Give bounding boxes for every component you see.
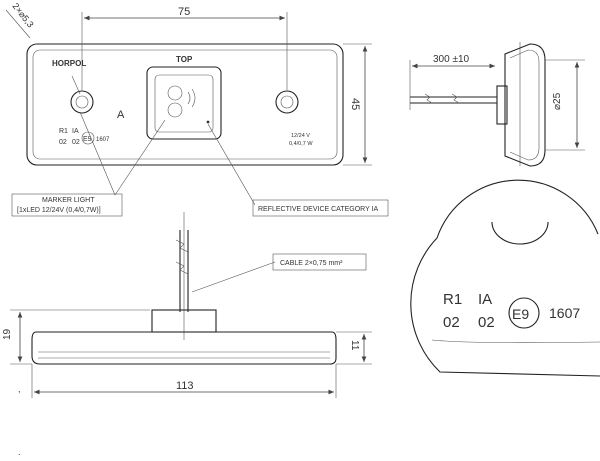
svg-text:R1: R1 (59, 128, 68, 135)
dim-45: 45 (349, 98, 361, 110)
e-mark-circle (508, 297, 540, 329)
svg-text:IA: IA (478, 291, 492, 308)
voltage-label: 12/24 V (291, 133, 310, 139)
e-mark-text: E9 (512, 306, 529, 322)
lamp-body-inner (32, 49, 338, 160)
horpol-label: HORPOL (52, 59, 86, 68)
small-approval-marking: R1 IA 02 02 E9 1607 (59, 128, 110, 146)
cable-box (272, 253, 367, 271)
dim-75: 75 (178, 6, 190, 18)
svg-text:02: 02 (72, 139, 80, 146)
detail-approval-marking: R1 IA 02 02 E9 1607 (443, 291, 580, 331)
lens-inner (154, 74, 214, 133)
svg-text:IA: IA (72, 128, 79, 135)
callouts: MARKER LIGHT [1xLED 12/24V (0,4/0,7W)] R… (11, 111, 389, 293)
mount-hole-right (275, 90, 299, 114)
lens-frame (146, 66, 222, 140)
lamp-body-outline (26, 43, 344, 166)
detail-a-view: R1 IA 02 02 E9 1607 (410, 179, 600, 377)
svg-text:R1: R1 (443, 291, 462, 308)
svg-text:02: 02 (478, 314, 495, 331)
marker-light-label: MARKER LIGHT (42, 197, 95, 204)
reflective-label: REFLECTIVE DEVICE CATEGORY IA (258, 206, 379, 213)
cable-label: CABLE 2×0,75 mm² (280, 260, 343, 267)
side-stub (496, 85, 508, 125)
dim-diameter: ⌀25 (552, 92, 563, 110)
power-label: 0,4/0,7 W (289, 141, 313, 147)
marker-light-box (11, 193, 123, 217)
side-view: 300 ±10 ⌀25 (409, 42, 585, 167)
hole-spec-label: 2×⌀5,3 (10, 1, 35, 29)
svg-text:02: 02 (59, 139, 67, 146)
front-view: 2×⌀5,3 HORPOL TOP A R1 IA 02 02 E9 1607 … (5, 1, 372, 166)
dim-113: 113 (176, 380, 194, 392)
led-lower (167, 102, 183, 118)
svg-text:E9: E9 (83, 136, 92, 143)
dim-19: 19 (2, 328, 13, 340)
marker-light-spec: [1xLED 12/24V (0,4/0,7W)] (17, 207, 101, 214)
dim-11: 11 (349, 340, 360, 351)
mount-hole-right-inner (280, 95, 294, 109)
svg-text:,: , (18, 384, 21, 394)
svg-text:.: . (18, 447, 21, 456)
approval-number: 1607 (549, 305, 580, 321)
bottom-view: 113 19 11 , . (2, 212, 372, 457)
bottom-body (31, 331, 337, 365)
reflective-box (252, 199, 389, 217)
svg-text:1607: 1607 (96, 137, 110, 143)
top-label: TOP (176, 55, 193, 64)
view-a-label: A (117, 109, 125, 121)
dim-300: 300 ±10 (433, 54, 470, 65)
reflector-dot (206, 120, 210, 124)
detail-hole-notch (491, 221, 549, 245)
mount-hole-left-inner (75, 95, 89, 109)
detail-circle (410, 179, 600, 377)
svg-text:02: 02 (443, 314, 460, 331)
mount-hole-left (70, 90, 94, 114)
led-upper (167, 85, 183, 101)
